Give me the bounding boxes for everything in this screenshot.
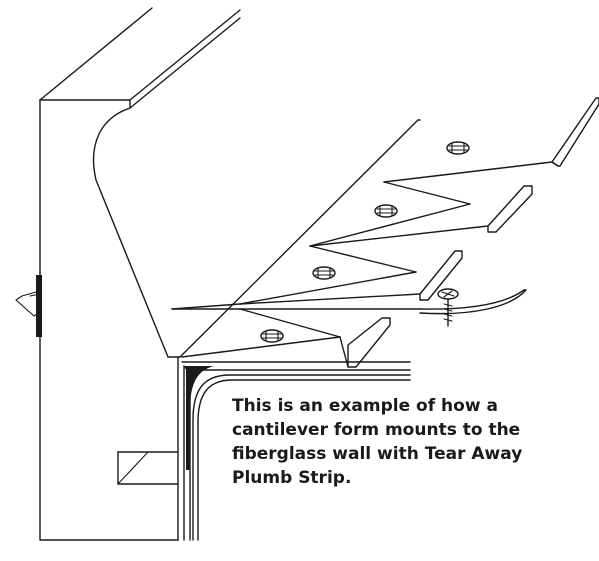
wall-form-panel <box>39 7 241 541</box>
fiberglass-wall <box>177 356 411 541</box>
bolt-head-1 <box>446 141 470 155</box>
plumb-strip <box>171 97 599 368</box>
bolt-head-2 <box>374 204 398 218</box>
bolt-head-4 <box>260 329 284 343</box>
tear-away-strip <box>419 289 527 315</box>
wall-clip <box>15 275 42 337</box>
caption-text: This is an example of how a cantilever f… <box>232 396 523 488</box>
waler-block <box>117 451 179 485</box>
screw <box>437 288 459 327</box>
bolt-head-3 <box>312 266 336 280</box>
form-top-edge <box>179 119 419 358</box>
